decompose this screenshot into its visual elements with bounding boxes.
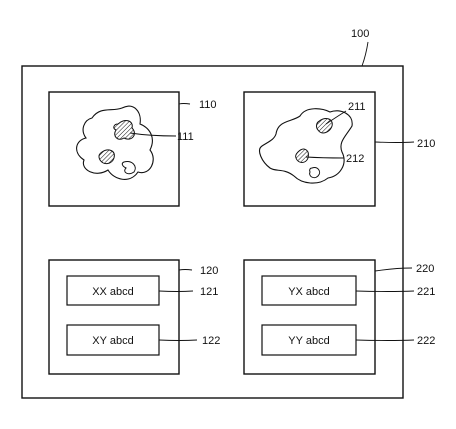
leader-122 — [158, 339, 198, 341]
ref-122: 122 — [202, 335, 220, 347]
hatched-region-left-small — [98, 149, 115, 165]
leader-222 — [355, 339, 415, 341]
panel-top-left: 111 110 — [48, 91, 217, 207]
panel-top-right-frame — [243, 91, 376, 207]
ref-111: 111 — [177, 131, 194, 143]
item-xx-box — [66, 275, 160, 306]
hatched-region-111 — [113, 120, 135, 140]
ref-212: 212 — [346, 153, 364, 165]
panel-bottom-left: XX abcd XY abcd 120 121 122 — [48, 259, 220, 375]
item-xx-label: XX abcd — [92, 286, 134, 298]
panel-top-left-frame — [48, 91, 180, 207]
ref-121: 121 — [200, 286, 218, 298]
ref-221: 221 — [417, 286, 435, 298]
leader-221 — [355, 290, 415, 292]
item-yx-box — [261, 275, 357, 306]
leader-111 — [129, 132, 177, 137]
hatched-region-212 — [295, 148, 309, 163]
panel-top-right: 211 212 210 — [243, 91, 435, 207]
panel-bottom-left-frame — [48, 259, 180, 375]
hollow-region-left — [121, 161, 136, 175]
leader-212 — [305, 156, 345, 159]
panel-bottom-right: YX abcd YY abcd 220 221 222 — [243, 259, 435, 375]
ref-120: 120 — [200, 265, 218, 277]
item-yy-label: YY abcd — [288, 335, 329, 347]
leader-120 — [178, 269, 193, 271]
panel-bottom-right-frame — [243, 259, 376, 375]
ref-110: 110 — [199, 99, 217, 111]
item-yx-label: YX abcd — [288, 286, 330, 298]
leader-220 — [374, 267, 413, 272]
device-frame — [21, 65, 404, 399]
hatched-region-211 — [316, 118, 333, 134]
leader-device — [361, 41, 369, 67]
irregular-shape-left — [76, 105, 154, 180]
hollow-region-right — [309, 167, 321, 179]
leader-211 — [325, 110, 347, 125]
ref-222: 222 — [417, 335, 435, 347]
ref-device: 100 — [351, 28, 369, 40]
leader-110 — [178, 103, 191, 105]
ref-211: 211 — [348, 101, 366, 113]
ref-220: 220 — [416, 263, 434, 275]
leader-210 — [374, 141, 415, 143]
irregular-shape-right — [259, 108, 353, 184]
ref-210: 210 — [417, 138, 435, 150]
item-xy-label: XY abcd — [92, 335, 133, 347]
leader-121 — [158, 290, 194, 292]
